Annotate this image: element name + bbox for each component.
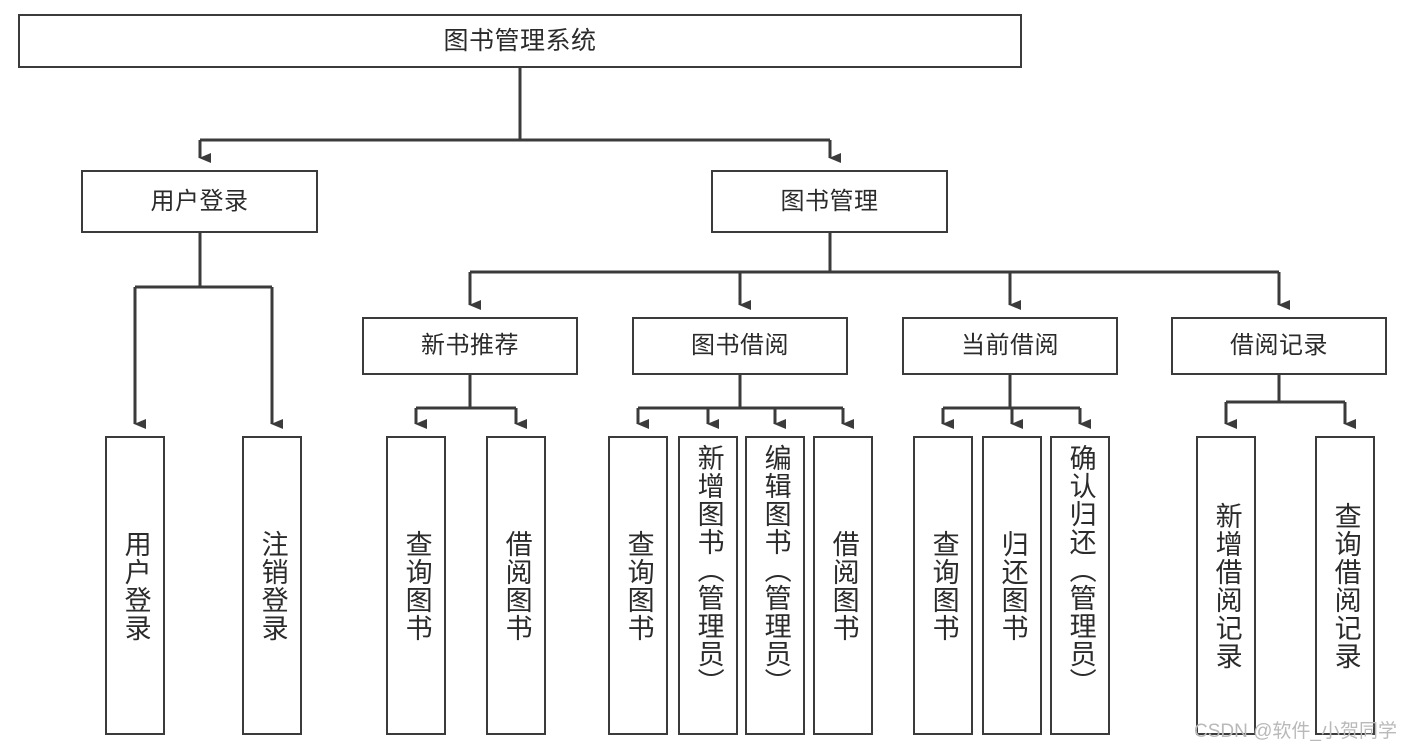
node-leaf-cur-query-book[interactable]: 查询图书 [913,436,973,735]
node-leaf-query-borrow-record[interactable]: 查询借阅记录 [1315,436,1375,735]
node-root[interactable]: 图书管理系统 [18,14,1022,68]
node-leaf-user-logout[interactable]: 注销登录 [242,436,302,735]
node-leaf-add-borrow-record-label: 新增借阅记录 [1211,501,1242,670]
node-leaf-confirm-return-admin[interactable]: 确认归还（管理员） [1050,436,1110,735]
node-leaf-borrow-query-book-label: 查询图书 [623,529,654,642]
node-leaf-user-login-label: 用户登录 [120,529,151,642]
node-user-login-label: 用户登录 [150,187,249,215]
node-leaf-borrow-book[interactable]: 借阅图书 [813,436,873,735]
node-leaf-add-book-admin[interactable]: 新增图书（管理员） [678,436,738,735]
node-borrow-record-label: 借阅记录 [1230,332,1328,360]
node-new-book-rec[interactable]: 新书推荐 [362,317,578,375]
node-leaf-user-logout-label: 注销登录 [257,529,288,642]
node-leaf-add-book-admin-label: 新增图书（管理员） [693,444,724,696]
node-leaf-confirm-return-admin-label: 确认归还（管理员） [1065,444,1096,696]
node-user-login[interactable]: 用户登录 [81,170,318,233]
node-leaf-return-book[interactable]: 归还图书 [982,436,1042,735]
node-leaf-rec-query-book[interactable]: 查询图书 [386,436,446,735]
node-book-manage[interactable]: 图书管理 [711,170,948,233]
node-current-borrow-label: 当前借阅 [961,332,1059,360]
node-leaf-rec-borrow-book[interactable]: 借阅图书 [486,436,546,735]
node-leaf-edit-book-admin-label: 编辑图书（管理员） [760,444,791,696]
node-book-manage-label: 图书管理 [780,187,879,215]
node-leaf-add-borrow-record[interactable]: 新增借阅记录 [1196,436,1256,735]
node-leaf-return-book-label: 归还图书 [997,529,1028,642]
node-leaf-user-login[interactable]: 用户登录 [105,436,165,735]
node-leaf-edit-book-admin[interactable]: 编辑图书（管理员） [745,436,805,735]
node-book-borrow-label: 图书借阅 [691,332,789,360]
node-leaf-borrow-book-label: 借阅图书 [828,529,859,642]
csdn-watermark: CSDN @软件_小贺同学 [1194,721,1397,742]
node-leaf-rec-query-book-label: 查询图书 [401,529,432,642]
node-borrow-record[interactable]: 借阅记录 [1171,317,1387,375]
node-new-book-rec-label: 新书推荐 [421,332,519,360]
node-current-borrow[interactable]: 当前借阅 [902,317,1118,375]
node-book-borrow[interactable]: 图书借阅 [632,317,848,375]
node-root-label: 图书管理系统 [443,26,597,55]
node-leaf-borrow-query-book[interactable]: 查询图书 [608,436,668,735]
node-leaf-rec-borrow-book-label: 借阅图书 [501,529,532,642]
node-leaf-cur-query-book-label: 查询图书 [928,529,959,642]
node-leaf-query-borrow-record-label: 查询借阅记录 [1330,501,1361,670]
